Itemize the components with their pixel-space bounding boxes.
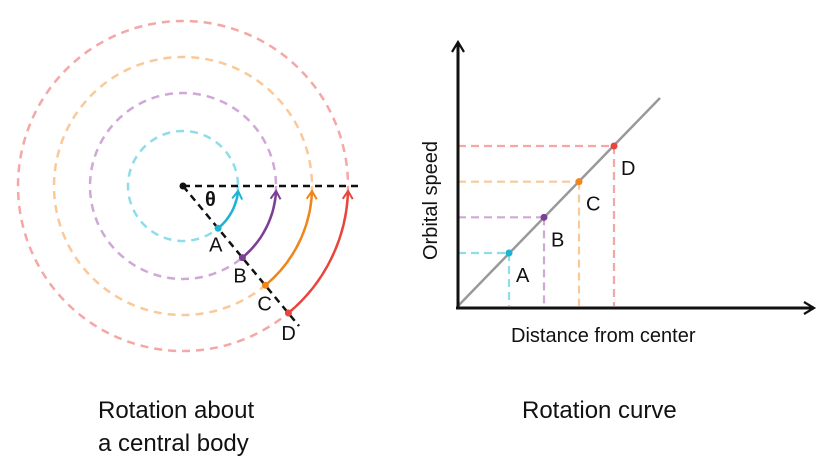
orbit-label-a: A (209, 234, 223, 256)
curve-label-c: C (586, 194, 600, 216)
curve-point-b (540, 213, 548, 221)
y-axis-label: Orbital speed (420, 141, 442, 260)
orbit-circle-b (88, 91, 278, 281)
angle-theta-label: θ (205, 189, 216, 211)
curve-label-d: D (621, 158, 635, 180)
orbit-arc-c (264, 189, 318, 287)
orbit-point-d (284, 309, 292, 317)
orbit-arc-b (241, 189, 282, 259)
right-caption: Rotation curve (522, 397, 677, 424)
curve-point-a (505, 249, 513, 257)
guide-lines (458, 144, 616, 306)
orbit-circles (16, 19, 350, 353)
curve-label-b: B (551, 229, 564, 251)
orbit-circle-d (16, 19, 350, 353)
orbit-point-c (261, 281, 269, 289)
orbit-label-d: D (281, 323, 295, 345)
left-caption-line2: a central body (98, 430, 249, 457)
x-axis-label: Distance from center (511, 325, 696, 347)
orbit-label-c: C (257, 293, 271, 315)
orbit-point-a (214, 224, 222, 232)
curve-point-d (610, 142, 618, 150)
central-body (179, 182, 187, 190)
curve-label-a: A (516, 265, 530, 287)
left-caption: Rotation about a central body (98, 394, 254, 460)
orbit-arc-d (287, 189, 354, 314)
trend-line (457, 97, 661, 307)
orbit-circle-c (52, 55, 314, 317)
curve-point-c (575, 178, 583, 186)
orbit-label-b: B (233, 266, 246, 288)
orbit-point-b (238, 254, 246, 262)
left-caption-line1: Rotation about (98, 397, 255, 424)
orbit-arc-a (217, 189, 244, 230)
